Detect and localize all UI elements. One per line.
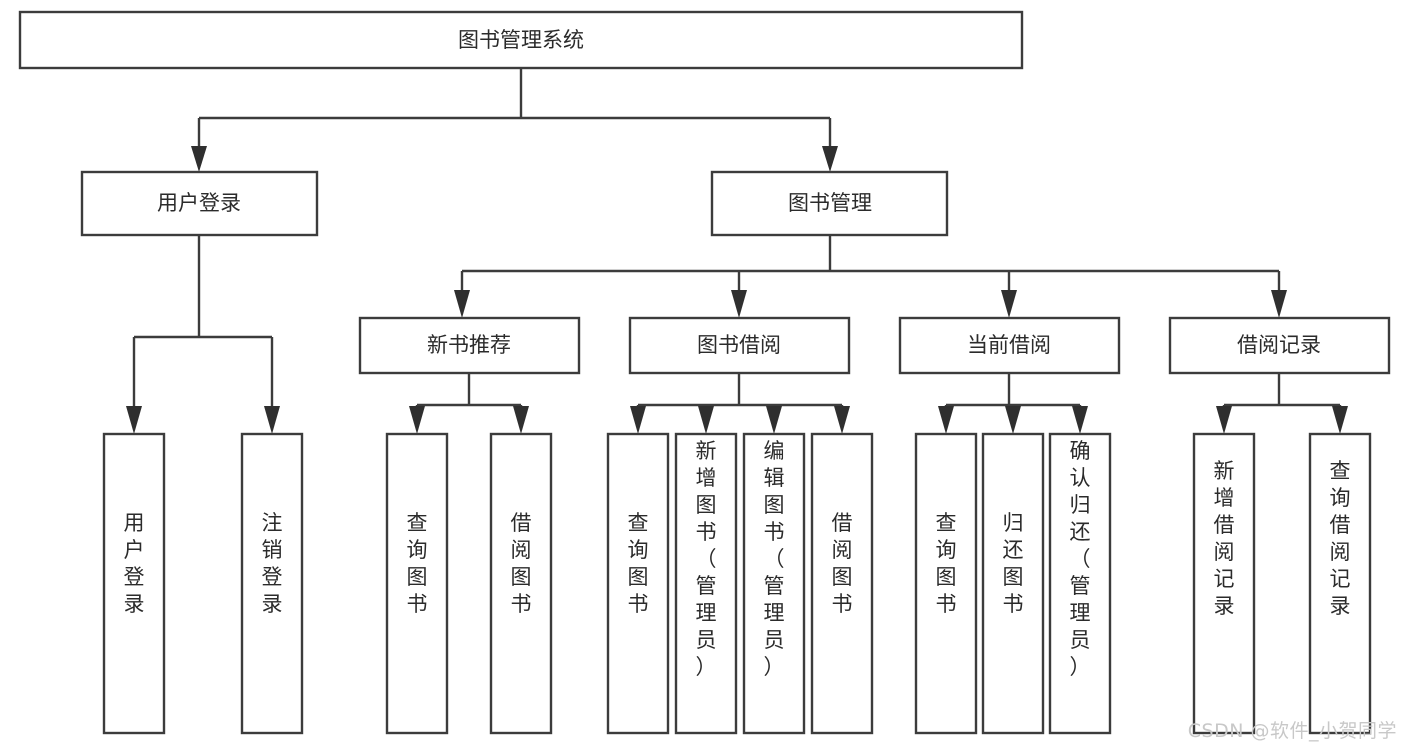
leaf-label: 用户登录: [124, 511, 145, 616]
node-book-borrow-label: 图书借阅: [697, 333, 781, 357]
leaf-new-book-1[interactable]: 查询图书: [385, 432, 449, 735]
node-book-manage-label: 图书管理: [788, 191, 872, 215]
leaf-box[interactable]: [1308, 432, 1372, 735]
leaf-label: 新增图书（管理员）: [696, 439, 717, 679]
node-user-login[interactable]: 用户登录: [80, 170, 319, 237]
arrow-head-br-2: [1332, 406, 1348, 434]
leaf-box[interactable]: [102, 432, 166, 735]
connector-root-to-level1: [191, 68, 838, 172]
leaf-label: 借阅图书: [832, 511, 853, 616]
leaf-box[interactable]: [1048, 432, 1112, 735]
node-book-manage[interactable]: 图书管理: [710, 170, 949, 237]
leaf-box[interactable]: [810, 432, 874, 735]
leaf-box[interactable]: [489, 432, 553, 735]
node-root-system[interactable]: 图书管理系统: [18, 10, 1024, 70]
leaf-box[interactable]: [742, 432, 806, 735]
node-book-borrow-box[interactable]: [628, 316, 851, 375]
leaf-box[interactable]: [914, 432, 978, 735]
arrow-head-nb-2: [513, 406, 529, 434]
leaf-new-book-2[interactable]: 借阅图书: [489, 432, 553, 735]
connector-book-borrow-to-leaves: [630, 373, 850, 434]
leaf-box[interactable]: [240, 432, 304, 735]
arrow-head-br-1: [1216, 406, 1232, 434]
connector-current-borrow-to-leaves: [938, 373, 1088, 434]
arrow-head-cb-1: [938, 406, 954, 434]
leaf-label: 确认归还（管理员）: [1070, 439, 1091, 679]
leaf-box[interactable]: [674, 432, 738, 735]
connector-new-book-to-leaves: [409, 373, 529, 434]
leaf-box[interactable]: [981, 432, 1045, 735]
leaf-label: 归还图书: [1003, 511, 1024, 616]
arrow-head-l2-2: [731, 290, 747, 318]
node-borrow-record-box[interactable]: [1168, 316, 1391, 375]
node-borrow-record-label: 借阅记录: [1237, 333, 1321, 357]
leaf-current-borrow-3[interactable]: 确认归还（管理员）: [1048, 432, 1112, 735]
arrow-head-bb-4: [834, 406, 850, 434]
leaf-label: 注销登录: [262, 511, 283, 616]
leaf-label: 编辑图书（管理员）: [764, 439, 785, 679]
arrow-head-ul-2: [264, 406, 280, 434]
leaf-current-borrow-2[interactable]: 归还图书: [981, 432, 1045, 735]
leaf-borrow-record-2[interactable]: 查询借阅记录: [1308, 432, 1372, 735]
node-new-book-recommend[interactable]: 新书推荐: [358, 316, 581, 375]
leaf-label: 查询图书: [936, 511, 957, 616]
leaf-label: 查询图书: [407, 511, 428, 616]
arrow-head-nb-1: [409, 406, 425, 434]
node-current-borrow-label: 当前借阅: [967, 333, 1051, 357]
node-user-login-box[interactable]: [80, 170, 319, 237]
connector-user-login-to-leaves: [126, 235, 280, 434]
arrow-head-user-login: [191, 146, 207, 172]
leaf-book-borrow-1[interactable]: 查询图书: [606, 432, 670, 735]
leaf-label: 借阅图书: [511, 511, 532, 616]
leaf-book-borrow-2[interactable]: 新增图书（管理员）: [674, 432, 738, 735]
arrow-head-cb-3: [1072, 406, 1088, 434]
node-borrow-record[interactable]: 借阅记录: [1168, 316, 1391, 375]
leaf-box[interactable]: [1192, 432, 1256, 735]
connector-book-manage-to-level2: [454, 235, 1287, 318]
arrow-head-book-manage: [822, 146, 838, 172]
arrow-head-bb-2: [698, 406, 714, 434]
leaf-borrow-record-1[interactable]: 新增借阅记录: [1192, 432, 1256, 735]
arrow-head-bb-3: [766, 406, 782, 434]
leaf-label: 新增借阅记录: [1214, 459, 1235, 618]
node-current-borrow-box[interactable]: [898, 316, 1121, 375]
node-root-box[interactable]: [18, 10, 1024, 70]
leaf-box[interactable]: [385, 432, 449, 735]
arrow-head-bb-1: [630, 406, 646, 434]
node-current-borrow[interactable]: 当前借阅: [898, 316, 1121, 375]
arrow-head-ul-1: [126, 406, 142, 434]
node-root-label: 图书管理系统: [458, 28, 584, 52]
leaf-current-borrow-1[interactable]: 查询图书: [914, 432, 978, 735]
arrow-head-l2-1: [454, 290, 470, 318]
leaf-label: 查询图书: [628, 511, 649, 616]
leaf-label: 查询借阅记录: [1330, 459, 1351, 618]
leaf-book-borrow-4[interactable]: 借阅图书: [810, 432, 874, 735]
arrow-head-cb-2: [1005, 406, 1021, 434]
node-book-manage-box[interactable]: [710, 170, 949, 237]
node-new-book-recommend-box[interactable]: [358, 316, 581, 375]
arrow-head-l2-3: [1001, 290, 1017, 318]
node-book-borrow[interactable]: 图书借阅: [628, 316, 851, 375]
node-user-login-label: 用户登录: [157, 191, 241, 215]
leaf-user-login-1[interactable]: 用户登录: [102, 432, 166, 735]
node-new-book-recommend-label: 新书推荐: [427, 333, 511, 357]
leaf-box[interactable]: [606, 432, 670, 735]
leaf-user-login-2[interactable]: 注销登录: [240, 432, 304, 735]
arrow-head-l2-4: [1271, 290, 1287, 318]
leaf-book-borrow-3[interactable]: 编辑图书（管理员）: [742, 432, 806, 735]
connector-borrow-record-to-leaves: [1216, 373, 1348, 434]
